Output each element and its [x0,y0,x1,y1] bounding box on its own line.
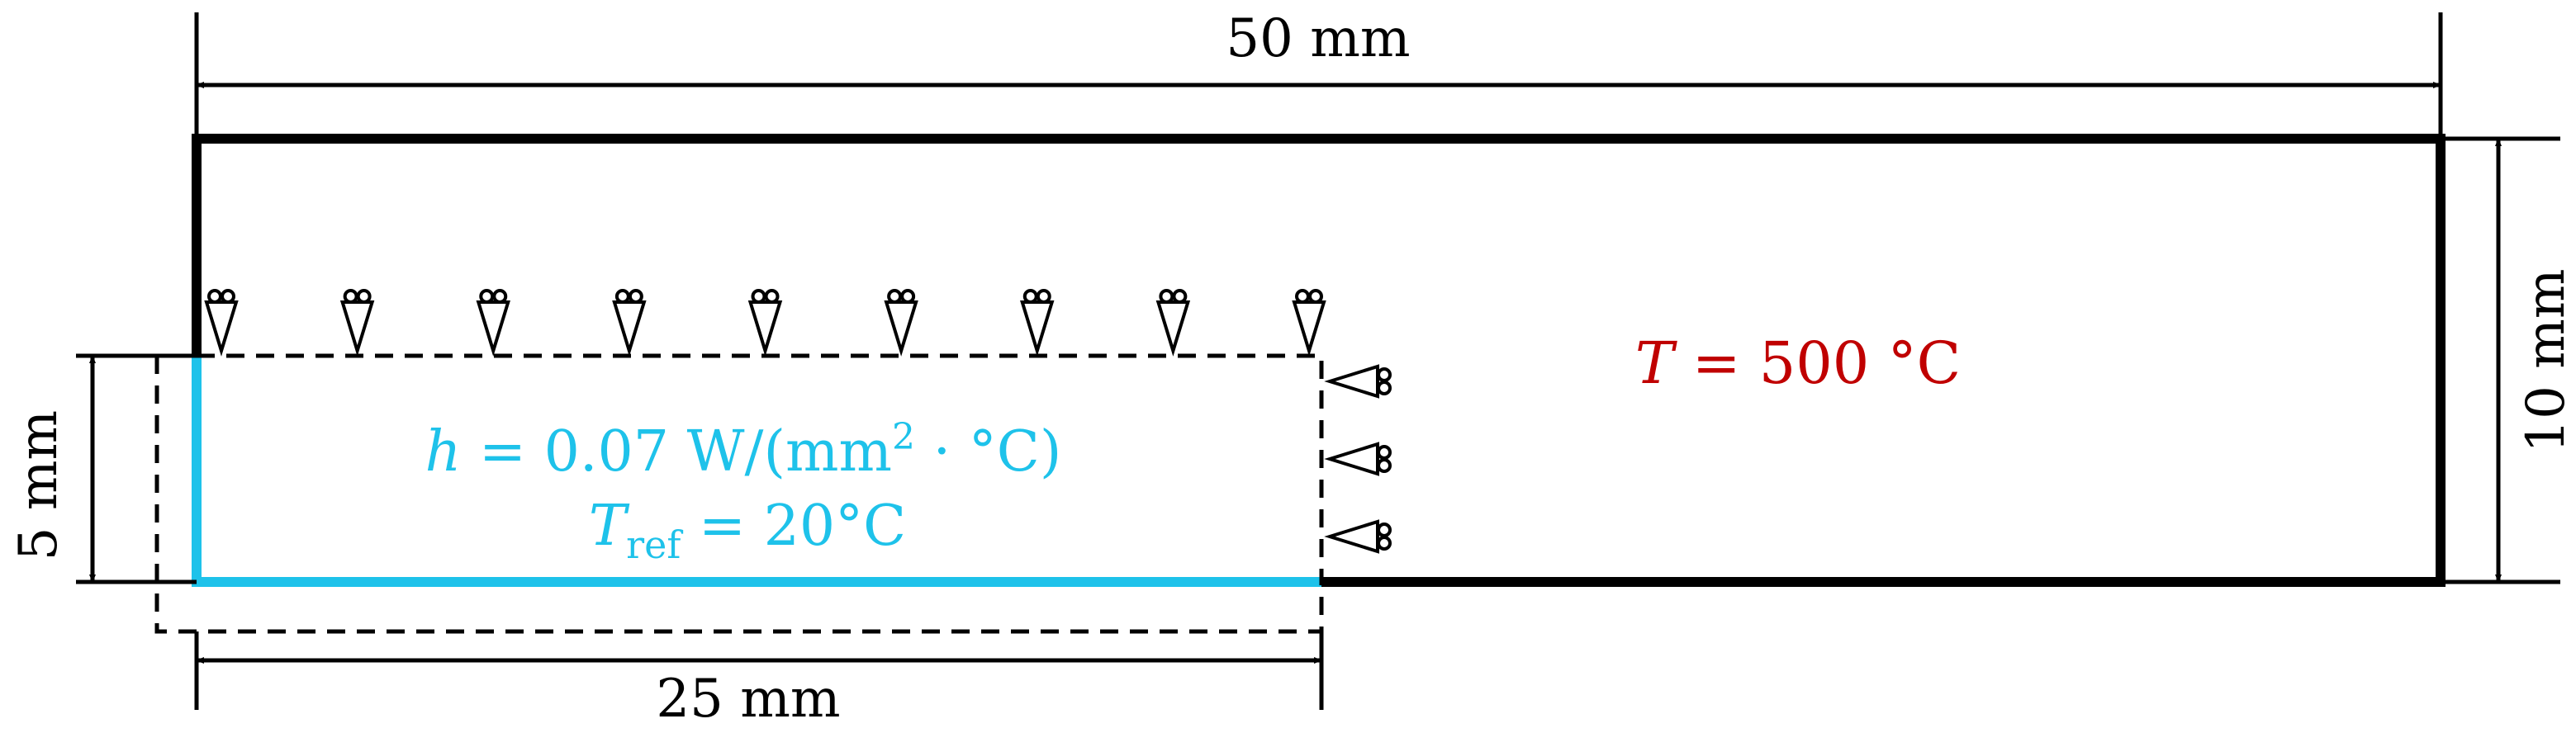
roller-support-icon [1155,289,1191,357]
roller-support-icon [339,289,375,357]
tref-value: = 20°C [681,494,906,559]
dimension-label-50mm: 50 mm [1226,8,1410,69]
roller-support-icon [1292,289,1326,357]
convection-label: h = 0.07 W/(mm2 · °C) Tref = 20°C [425,416,1062,567]
temperature-value: = 500 °C [1674,329,1962,397]
dimension-10mm: 10 mm [2441,136,2576,584]
roller-support-icon [1324,364,1392,399]
roller-support-icon [1324,442,1392,476]
dimension-label-25mm: 25 mm [656,669,840,730]
dimension-label-5mm: 5 mm [8,410,69,560]
dimension-5mm: 5 mm [8,353,197,584]
right-roller-supports [1324,364,1392,554]
roller-support-icon [612,289,647,357]
temperature-symbol: T [1635,329,1677,397]
body-outline [192,134,2446,587]
svg-text:T = 500 °C: T = 500 °C [1635,329,1961,397]
roller-support-icon [884,289,918,357]
roller-support-icon [204,289,239,357]
temperature-label: T = 500 °C [1635,329,1961,397]
dimension-label-10mm: 10 mm [2516,268,2576,452]
h-unit-tail: · °C) [915,419,1061,485]
roller-support-icon [747,289,783,357]
dimension-25mm: 25 mm [194,631,1324,730]
h-exponent: 2 [892,416,915,458]
svg-text:h = 0.07 W/(mm2 · °C): h = 0.07 W/(mm2 · °C) [425,416,1062,485]
h-value: = 0.07 W/(mm [461,419,892,485]
dimension-50mm: 50 mm [194,8,2443,139]
h-symbol: h [425,419,462,485]
roller-support-icon [1020,289,1055,357]
roller-support-icon [1324,519,1392,554]
roller-support-icon [476,289,510,357]
tref-subscript: ref [626,523,683,567]
svg-text:Tref = 20°C: Tref = 20°C [589,494,906,567]
top-roller-supports [204,289,1326,357]
tref-symbol: T [589,494,630,559]
